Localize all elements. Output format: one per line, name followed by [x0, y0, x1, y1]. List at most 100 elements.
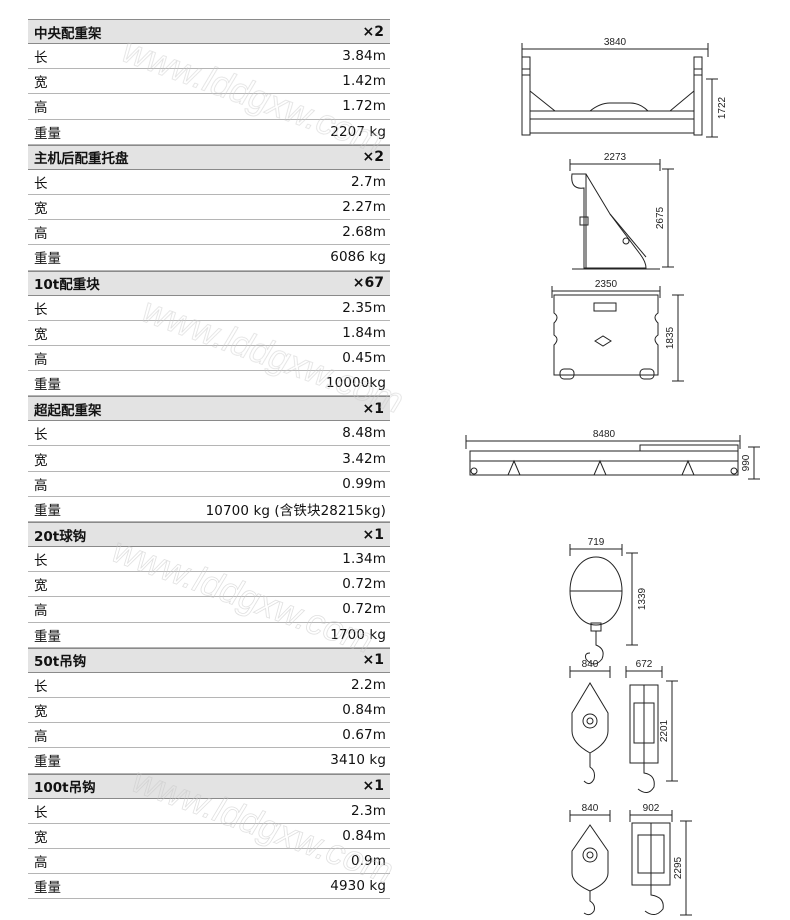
spec-row: 宽 3.42m: [28, 446, 390, 472]
spec-value: 0.67m: [342, 727, 386, 744]
section-title: 20t球钩: [34, 528, 87, 545]
section-quantity: ×2: [362, 149, 384, 166]
spec-row: 长 2.2m: [28, 673, 390, 698]
spec-value: 3.42m: [342, 450, 386, 467]
hook-100t-depth-dim: 902: [643, 803, 660, 814]
spec-value: 4930 kg: [330, 878, 386, 895]
spec-label: 重量: [34, 502, 61, 519]
spec-value: 2.7m: [350, 173, 386, 190]
ball-hook-width-dim: 719: [588, 537, 605, 548]
spec-row: 宽 0.84m: [28, 824, 390, 849]
spec-label: 高: [34, 226, 48, 243]
spec-value: 1.42m: [342, 73, 386, 90]
spec-label: 宽: [34, 452, 48, 469]
spec-value: 2.2m: [350, 676, 386, 693]
superlift-frame-drawing: [465, 435, 760, 480]
spec-label: 宽: [34, 326, 48, 343]
rear-tray-width-dim: 2273: [604, 152, 627, 163]
spec-value: 0.84m: [342, 702, 386, 719]
spec-label: 重量: [34, 377, 61, 394]
spec-value: 1.72m: [342, 98, 386, 115]
block-10t-width-dim: 2350: [595, 279, 618, 290]
spec-label: 重量: [34, 628, 61, 645]
spec-label: 高: [34, 351, 48, 368]
superlift-frame-width-dim: 8480: [593, 429, 616, 440]
technical-drawings: 3840 1722 2273 2675 2350 1835 8480 990 7…: [465, 37, 760, 916]
section-quantity: ×67: [352, 275, 384, 291]
spec-label: 宽: [34, 201, 48, 218]
spec-row: 长 2.35m: [28, 296, 390, 321]
hook-100t-drawing: [569, 810, 692, 916]
spec-row: 重量 10700 kg (含铁块28215kg): [28, 497, 390, 522]
ball-hook-height-dim: 1339: [637, 587, 648, 610]
spec-value: 10700 kg (含铁块28215kg): [205, 502, 386, 519]
spec-value: 3.84m: [342, 48, 386, 65]
spec-value: 0.99m: [342, 475, 386, 492]
section-header: 中央配重架 ×2: [28, 19, 390, 44]
spec-label: 高: [34, 729, 48, 746]
spec-row: 高 0.99m: [28, 472, 390, 497]
spec-value: 2.27m: [342, 199, 386, 216]
hook-100t-height-dim: 2295: [673, 856, 684, 879]
spec-label: 长: [34, 50, 48, 67]
hook-50t-depth-dim: 672: [636, 659, 653, 670]
spec-label: 重量: [34, 251, 61, 268]
rear-tray-drawing: [569, 159, 674, 270]
spec-row: 长 8.48m: [28, 421, 390, 447]
spec-row: 重量 6086 kg: [28, 245, 390, 271]
spec-label: 宽: [34, 75, 48, 92]
spec-label: 高: [34, 603, 48, 620]
spec-label: 高: [34, 100, 48, 117]
hook-50t-height-dim: 2201: [659, 719, 670, 742]
superlift-frame-height-dim: 990: [741, 454, 752, 471]
section-quantity: ×1: [362, 778, 384, 794]
spec-label: 长: [34, 301, 48, 318]
central-frame-drawing: [521, 43, 718, 138]
hook-50t-width-dim: 840: [582, 659, 599, 670]
spec-value: 8.48m: [342, 425, 386, 442]
section-header: 20t球钩 ×1: [28, 522, 390, 547]
spec-label: 重量: [34, 880, 61, 897]
section-header: 主机后配重托盘 ×2: [28, 144, 390, 170]
spec-label: 长: [34, 553, 48, 570]
hook-100t-width-dim: 840: [582, 803, 599, 814]
spec-value: 6086 kg: [330, 249, 386, 266]
spec-label: 长: [34, 678, 48, 695]
section-title: 中央配重架: [34, 25, 102, 42]
spec-label: 宽: [34, 829, 48, 846]
section-title: 50t吊钩: [34, 654, 87, 671]
spec-label: 高: [34, 477, 48, 494]
spec-value: 0.84m: [342, 827, 386, 844]
spec-value: 0.45m: [342, 349, 386, 366]
spec-value: 10000kg: [325, 375, 386, 392]
spec-value: 2.3m: [350, 802, 386, 819]
spec-row: 高 0.45m: [28, 346, 390, 372]
section-quantity: ×1: [362, 400, 384, 417]
spec-row: 宽 1.42m: [28, 69, 390, 95]
section-header: 50t吊钩 ×1: [28, 647, 390, 673]
ball-hook-20t-drawing: [569, 544, 638, 665]
spec-label: 长: [34, 175, 48, 192]
spec-value: 2.35m: [342, 299, 386, 316]
section-title: 10t配重块: [34, 277, 100, 293]
spec-row: 重量 10000kg: [28, 371, 390, 397]
rear-tray-height-dim: 2675: [655, 206, 666, 229]
spec-label: 长: [34, 427, 48, 444]
spec-label: 重量: [34, 754, 61, 771]
